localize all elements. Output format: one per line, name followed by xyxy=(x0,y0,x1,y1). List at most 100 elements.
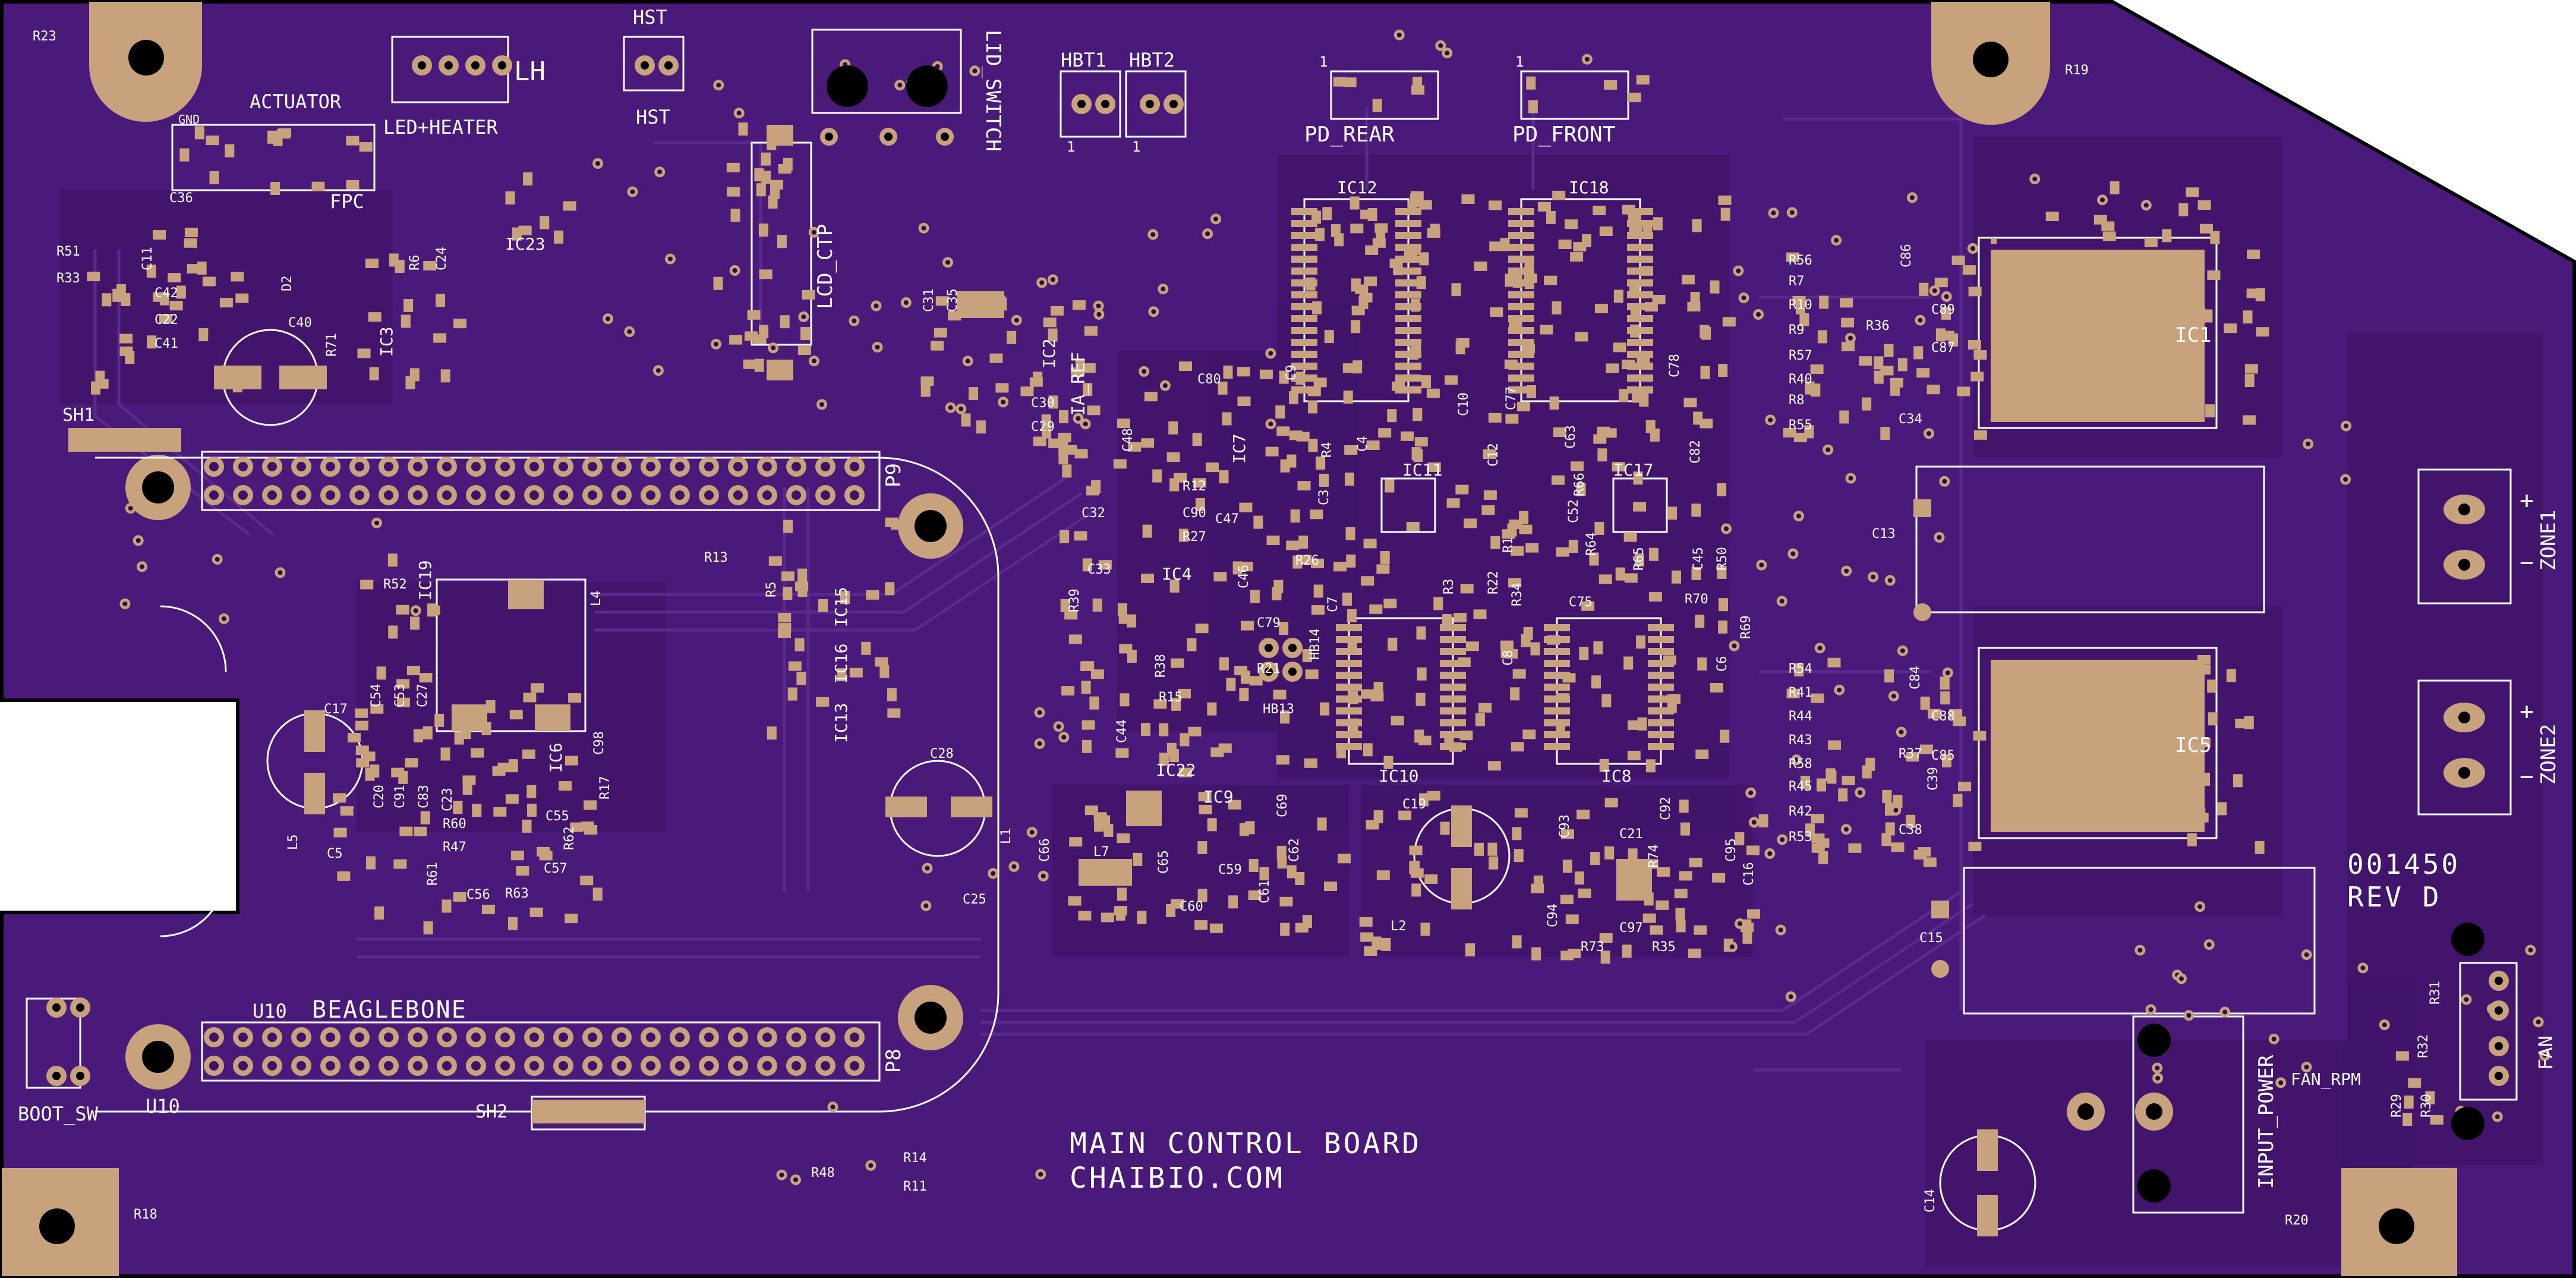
designator-c65: C65 xyxy=(1156,850,1171,874)
designator-r73: R73 xyxy=(1581,940,1604,955)
smd-pad xyxy=(1351,320,1361,333)
hst-bottom-label: HST xyxy=(636,106,670,128)
smd-pad xyxy=(1128,442,1142,452)
designator-c92: C92 xyxy=(1659,797,1673,820)
ic-label-ic5: IC5 xyxy=(2175,734,2211,757)
smd-pad xyxy=(1590,852,1600,865)
designator-r40: R40 xyxy=(1789,372,1812,387)
smd-pad xyxy=(1411,447,1421,461)
smd-pad xyxy=(1317,817,1327,831)
smd-pad xyxy=(1970,372,1984,382)
revision-label: REV D xyxy=(2347,881,2441,913)
led-heater-label: LED+HEATER xyxy=(383,116,498,138)
smd-pad xyxy=(1168,421,1178,435)
designator-r38: R38 xyxy=(1153,654,1168,678)
c15-outline xyxy=(1963,867,2316,1015)
smd-pad xyxy=(1645,420,1656,433)
smd-pad xyxy=(1691,503,1701,517)
smd-pad xyxy=(374,906,384,920)
smd-pad xyxy=(1334,233,1344,247)
smd-pad xyxy=(270,182,280,195)
smd-pad xyxy=(1599,758,1609,772)
smd-pad xyxy=(2256,327,2269,337)
mounting-holes xyxy=(2,2,2457,1276)
designator-r63: R63 xyxy=(505,886,529,901)
smd-pad xyxy=(1570,252,1584,262)
smd-pad xyxy=(1427,791,1440,801)
smd-pad xyxy=(1502,529,1515,539)
smd-pad xyxy=(527,804,537,817)
smd-pad xyxy=(788,661,802,671)
designator-c16: C16 xyxy=(1742,862,1757,886)
smd-pad xyxy=(1082,558,1092,572)
smd-pad xyxy=(800,327,810,341)
designator-c61: C61 xyxy=(1257,880,1272,904)
smd-pad xyxy=(1712,873,1726,883)
ic-label-ic7: IC7 xyxy=(1229,433,1249,464)
smd-pad xyxy=(1343,77,1357,87)
smd-pad xyxy=(1119,644,1133,654)
ic-label-ic4: IC4 xyxy=(1162,564,1192,584)
designator-c9: C9 xyxy=(1284,365,1299,381)
smd-pad xyxy=(1680,822,1690,836)
smd-pad xyxy=(948,311,961,321)
smd-pad xyxy=(1359,917,1373,927)
smd-pad xyxy=(497,763,511,773)
smd-pad xyxy=(102,293,112,307)
electrolytic-cap-pads xyxy=(214,366,1998,1236)
smd-pad xyxy=(1848,843,1862,853)
smd-pad xyxy=(396,679,410,689)
smd-pad xyxy=(370,704,384,714)
smd-pad xyxy=(1064,445,1077,455)
lcd-ctp-label: LCD_CTP xyxy=(814,224,837,309)
smd-pads xyxy=(87,75,2443,1126)
smd-pad xyxy=(505,794,519,804)
smd-pad xyxy=(1517,401,1530,411)
smd-pad xyxy=(433,333,447,343)
smd-pad xyxy=(370,764,380,778)
smd-pad xyxy=(1700,366,1710,379)
designator-r6: R6 xyxy=(408,255,422,271)
designator-l4: L4 xyxy=(589,591,604,607)
smd-pad xyxy=(1178,767,1192,777)
smd-pad xyxy=(1735,832,1745,846)
smd-pad xyxy=(1519,524,1533,534)
smd-pad xyxy=(1957,386,1970,396)
designator-r26: R26 xyxy=(1295,553,1319,568)
smd-pad xyxy=(1487,761,1501,771)
smd-pad xyxy=(1222,412,1232,426)
designator-r53: R53 xyxy=(1789,830,1812,845)
zone1-outline xyxy=(2417,468,2512,605)
smd-pad xyxy=(1627,751,1641,761)
smd-pad xyxy=(2244,364,2258,374)
pd-rear-outline xyxy=(1330,70,1439,120)
smd-pad xyxy=(840,591,850,605)
smd-pad xyxy=(1401,431,1414,441)
smd-pad xyxy=(1927,385,1940,395)
designator-c11: C11 xyxy=(140,247,155,270)
smd-pad xyxy=(1794,663,1804,676)
smd-pad xyxy=(1424,874,1438,884)
smd-pad xyxy=(1783,427,1796,437)
smd-pad xyxy=(1624,573,1638,583)
ic-label-ic23: IC23 xyxy=(505,234,545,254)
designator-r21: R21 xyxy=(1257,662,1281,676)
smd-pad xyxy=(1118,614,1132,624)
smd-pad xyxy=(1387,409,1397,423)
smd-pad xyxy=(1419,252,1429,266)
designator-c10: C10 xyxy=(1456,392,1471,416)
smd-pad xyxy=(1490,536,1500,549)
smd-pad xyxy=(887,708,901,718)
smd-pad xyxy=(1084,326,1098,336)
part-number: 001450 xyxy=(2347,848,2460,880)
smd-pad xyxy=(2195,813,2209,823)
smd-pad xyxy=(767,726,777,740)
smd-pad xyxy=(1568,540,1578,553)
smd-pad xyxy=(778,164,792,174)
designator-c20: C20 xyxy=(372,785,387,808)
smd-pad xyxy=(1007,330,1017,344)
smd-pad xyxy=(277,129,290,139)
smd-pad xyxy=(1581,601,1595,611)
